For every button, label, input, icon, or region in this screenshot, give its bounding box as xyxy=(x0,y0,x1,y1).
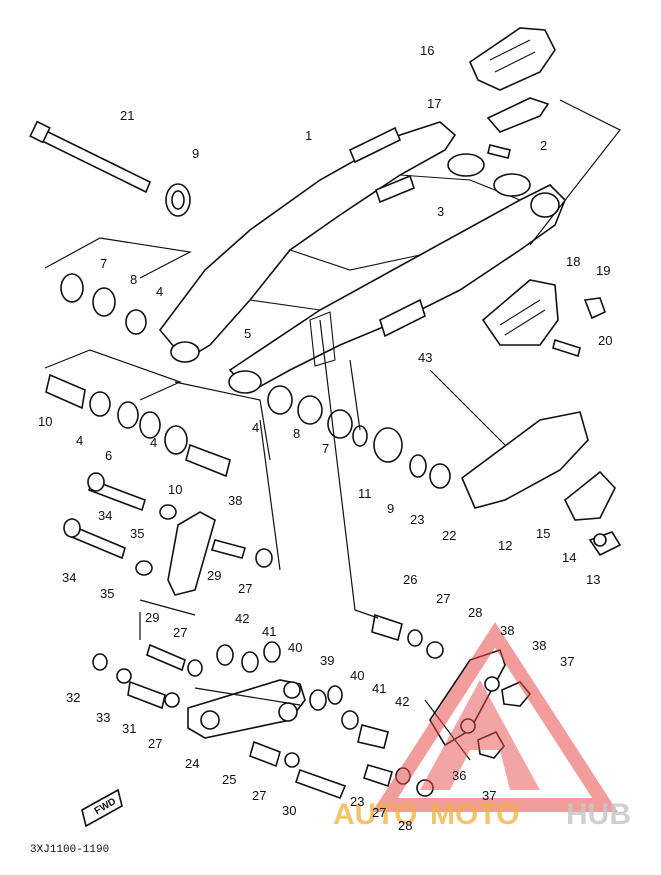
callout-43: 43 xyxy=(418,350,432,365)
callout-38c: 38 xyxy=(532,638,546,653)
callout-41b: 41 xyxy=(372,681,386,696)
callout-34b: 34 xyxy=(62,570,76,585)
callout-35a: 35 xyxy=(130,526,144,541)
callout-numbers: 16 17 2 3 1 21 9 7 8 4 5 18 19 20 43 10 … xyxy=(30,43,612,856)
pivot-shaft xyxy=(29,120,191,217)
callout-23b: 23 xyxy=(350,794,364,809)
callout-38b: 38 xyxy=(500,623,514,638)
callout-9b: 9 xyxy=(387,501,394,516)
watermark: AUTO MOTO HUB xyxy=(333,622,631,831)
callout-6: 6 xyxy=(105,448,112,463)
leader-lines xyxy=(44,99,621,761)
callout-27d: 27 xyxy=(148,736,162,751)
callout-36a: 36 xyxy=(452,768,466,783)
callout-40b: 40 xyxy=(350,668,364,683)
callout-16: 16 xyxy=(420,43,434,58)
callout-11: 11 xyxy=(358,486,372,501)
callout-10b: 10 xyxy=(168,482,182,497)
callout-31: 31 xyxy=(122,721,136,736)
callout-42b: 42 xyxy=(395,694,409,709)
callout-39: 39 xyxy=(320,653,334,668)
callout-20: 20 xyxy=(598,333,612,348)
callout-30: 30 xyxy=(282,803,296,818)
callout-7b: 7 xyxy=(322,441,329,456)
callout-14: 14 xyxy=(562,550,576,565)
callout-2: 2 xyxy=(540,138,547,153)
callout-4d: 4 xyxy=(252,420,259,435)
callout-22: 22 xyxy=(442,528,456,543)
callout-29b: 29 xyxy=(145,610,159,625)
callout-27e: 27 xyxy=(252,788,266,803)
callout-4a: 4 xyxy=(156,284,163,299)
callout-27b: 27 xyxy=(436,591,450,606)
callout-19: 19 xyxy=(596,263,610,278)
callout-27a: 27 xyxy=(238,581,252,596)
chain-guide-parts xyxy=(447,27,616,521)
fwd-arrow: FWD xyxy=(81,788,123,828)
callout-32: 32 xyxy=(66,690,80,705)
callout-26: 26 xyxy=(403,572,417,587)
callout-42a: 42 xyxy=(235,611,249,626)
callout-28a: 28 xyxy=(468,605,482,620)
callout-12: 12 xyxy=(498,538,512,553)
callout-28b: 28 xyxy=(398,818,412,833)
linkage-parts xyxy=(63,144,622,800)
callout-24: 24 xyxy=(185,756,199,771)
callout-7: 7 xyxy=(100,256,107,271)
callout-17: 17 xyxy=(427,96,441,111)
callout-41a: 41 xyxy=(262,624,276,639)
callout-35b: 35 xyxy=(100,586,114,601)
drawing-code: 3XJ1100-1190 xyxy=(30,844,109,856)
swingarm xyxy=(158,121,566,394)
callout-40a: 40 xyxy=(288,640,302,655)
callout-37a: 37 xyxy=(560,654,574,669)
watermark-auto: AUTO xyxy=(333,798,417,831)
watermark-hub: HUB xyxy=(566,798,631,831)
callout-9: 9 xyxy=(192,146,199,161)
callout-3: 3 xyxy=(437,204,444,219)
callout-21: 21 xyxy=(120,108,134,123)
callout-13: 13 xyxy=(586,572,600,587)
callout-27f: 27 xyxy=(372,805,386,820)
callout-8: 8 xyxy=(130,272,137,287)
callout-1: 1 xyxy=(305,128,312,143)
watermark-moto: MOTO xyxy=(430,798,519,831)
pivot-bushings xyxy=(45,273,451,489)
callout-10a: 10 xyxy=(38,414,52,429)
callout-27c: 27 xyxy=(173,625,187,640)
callout-8b: 8 xyxy=(293,426,300,441)
callout-25: 25 xyxy=(222,772,236,787)
callout-34a: 34 xyxy=(98,508,112,523)
callout-33: 33 xyxy=(96,710,110,725)
callout-4c: 4 xyxy=(150,435,157,450)
callout-29a: 29 xyxy=(207,568,221,583)
callout-37b: 37 xyxy=(482,788,496,803)
callout-23a: 23 xyxy=(410,512,424,527)
callout-38a: 38 xyxy=(228,493,242,508)
callout-15: 15 xyxy=(536,526,550,541)
callout-5: 5 xyxy=(244,326,251,341)
callout-18: 18 xyxy=(566,254,580,269)
callout-4b: 4 xyxy=(76,433,83,448)
